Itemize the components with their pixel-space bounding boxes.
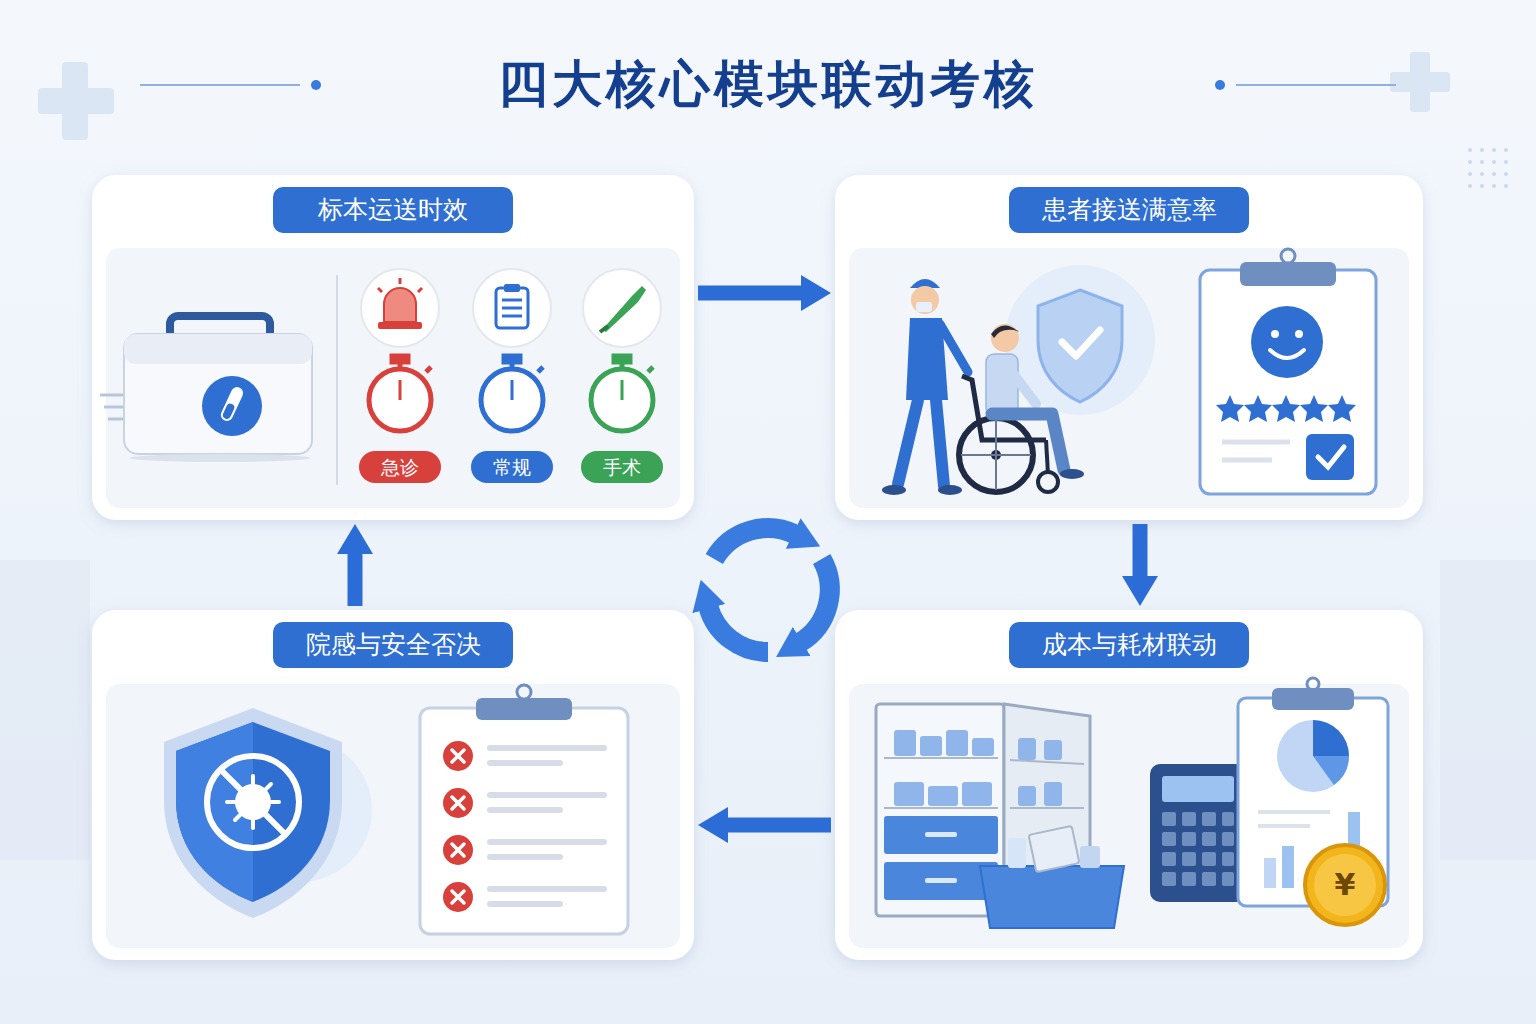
category-pill: 常规	[471, 451, 553, 483]
module-header: 标本运送时效	[273, 187, 513, 233]
module-panel: 标本运送时效急诊 常规 手术	[92, 175, 694, 520]
flow-arrow	[1133, 524, 1148, 576]
pill-label: 急诊	[381, 451, 419, 483]
diagram-title: 四大核心模块联动考核	[498, 55, 1038, 113]
flow-arrow	[728, 818, 831, 833]
module-header: 成本与耗材联动	[1009, 622, 1249, 668]
flow-arrow	[348, 554, 363, 606]
pill-label: 常规	[493, 451, 531, 483]
module-panel: 院感与安全否决	[92, 610, 694, 960]
module-panel: 成本与耗材联动	[835, 610, 1423, 960]
module-header: 患者接送满意率	[1009, 187, 1249, 233]
currency-symbol: ¥	[1335, 868, 1356, 902]
module-header: 院感与安全否决	[273, 622, 513, 668]
category-pill: 手术	[581, 451, 663, 483]
pill-label: 手术	[603, 451, 641, 483]
title-bar: 四大核心模块联动考核	[0, 46, 1536, 122]
module-panel: 患者接送满意率	[835, 175, 1423, 520]
category-pill: 急诊	[359, 451, 441, 483]
flow-arrow	[698, 286, 801, 301]
